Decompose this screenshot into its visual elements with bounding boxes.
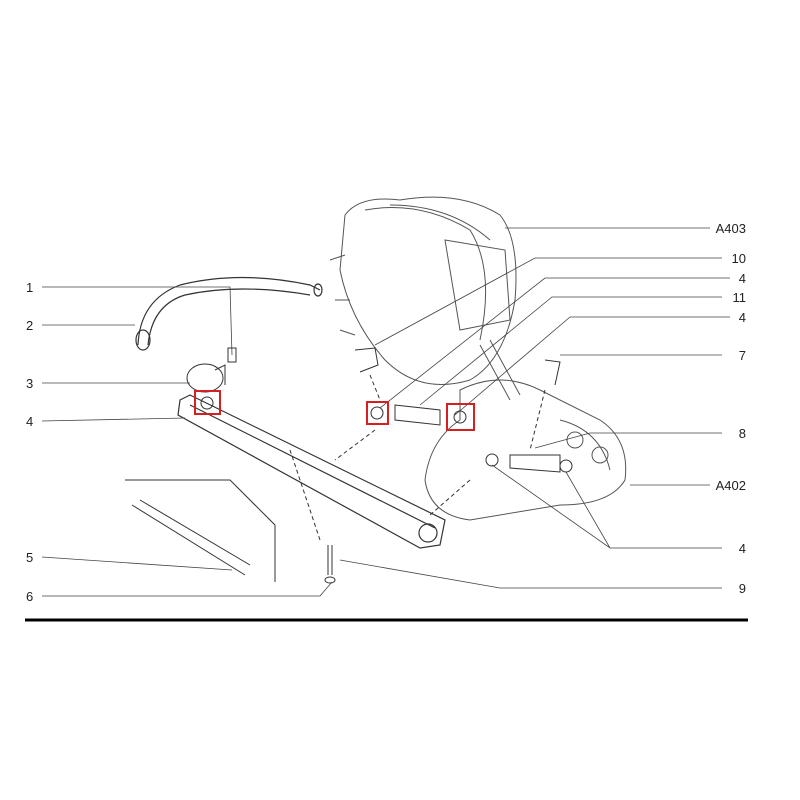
o-rings bbox=[200, 396, 467, 424]
callout-1: 1 bbox=[26, 280, 34, 295]
callout-5: 5 bbox=[26, 550, 34, 565]
fuel-rail bbox=[177, 394, 446, 549]
callout-9: 9 bbox=[738, 581, 746, 596]
leader-lines bbox=[41, 227, 730, 597]
callout-4-c: 4 bbox=[738, 541, 746, 556]
bolt bbox=[324, 545, 336, 584]
callout-11: 11 bbox=[732, 290, 747, 305]
highlight-oring-regulator bbox=[194, 390, 221, 415]
callout-a403: A403 bbox=[715, 221, 746, 236]
highlight-boxes bbox=[194, 390, 475, 431]
callout-6: 6 bbox=[26, 589, 34, 604]
fuel-hose bbox=[135, 276, 323, 351]
highlight-oring-injector-top bbox=[366, 401, 389, 425]
injectors bbox=[354, 347, 573, 473]
callout-4-a: 4 bbox=[738, 271, 746, 286]
pressure-regulator bbox=[186, 347, 237, 393]
callout-4-b: 4 bbox=[738, 310, 746, 325]
callout-7: 7 bbox=[738, 348, 746, 363]
assembly-arrows bbox=[289, 374, 546, 541]
engine-block bbox=[424, 379, 627, 521]
callout-a402: A402 bbox=[715, 478, 746, 493]
callout-2: 2 bbox=[26, 318, 34, 333]
inset-box bbox=[125, 479, 276, 582]
callout-10: 10 bbox=[731, 251, 746, 266]
callout-3: 3 bbox=[26, 376, 34, 391]
callout-4-left: 4 bbox=[26, 414, 34, 429]
engine-intake-manifold bbox=[329, 196, 521, 401]
highlight-oring-injector-bottom bbox=[446, 403, 475, 431]
callout-8: 8 bbox=[738, 426, 746, 441]
